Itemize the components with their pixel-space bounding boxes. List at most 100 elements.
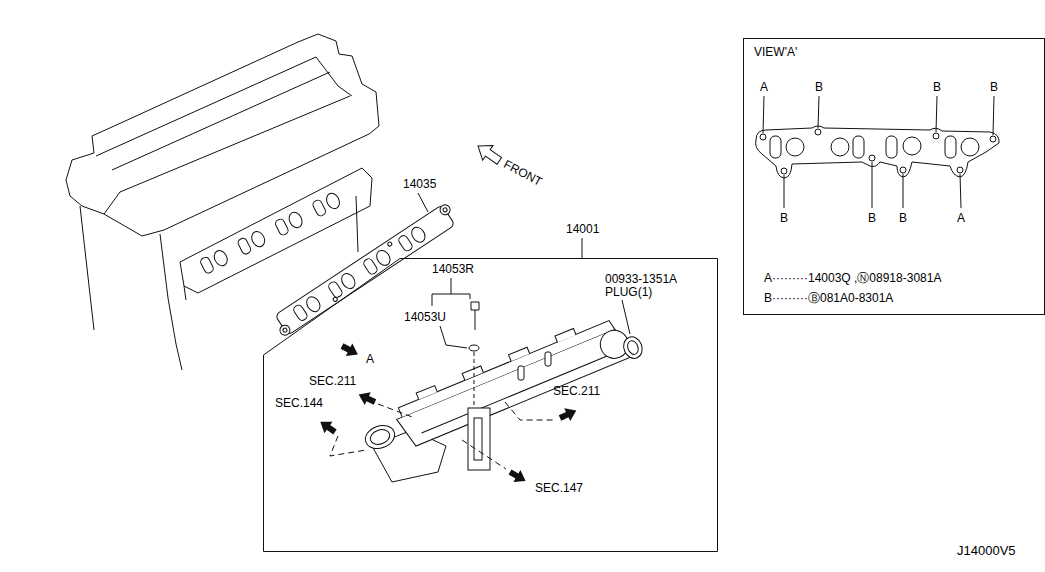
section-ref: SEC.211 (309, 374, 356, 388)
manifold-view-a-part (781, 168, 787, 174)
section-ref: SEC.147 (535, 481, 583, 495)
manifold-view-a-part (957, 167, 963, 173)
manifold-view-a-part (945, 136, 956, 158)
manifold-gasket-part (409, 225, 428, 245)
intake-manifold-part-part (421, 352, 618, 433)
frame-outline (263, 258, 718, 552)
intake-manifold-part (469, 345, 479, 351)
intake-manifold-part-part (620, 334, 645, 361)
manifold-view-a-part (903, 137, 921, 155)
engine-block-part-part (237, 237, 252, 255)
direction-label: FRONT (501, 157, 544, 189)
engine-block-part-part (312, 199, 327, 217)
manifold-view-a-part (763, 96, 994, 208)
section-arrow-part (557, 404, 579, 424)
bolt-letter: A (957, 211, 965, 225)
manifold-gasket-part (278, 323, 292, 337)
callout-number: 14053U (404, 310, 446, 324)
engine-block-part (184, 286, 186, 300)
intake-manifold-part-part (398, 320, 616, 417)
manifold-view-a (756, 96, 999, 208)
intake-manifold-part-part (416, 329, 577, 400)
bolt-key: B·········Ⓑ081A0-8301A (764, 291, 893, 305)
intake-manifold-part (471, 302, 479, 310)
bolt-letter: B (990, 80, 998, 94)
intake-manifold (362, 302, 645, 482)
manifold-view-a-part (815, 129, 821, 135)
manifold-view-a-part (831, 138, 849, 156)
manifold-gasket-part (282, 327, 288, 333)
section-dashed-line-part (462, 440, 506, 469)
engine-block-part (199, 191, 342, 274)
section-dashed-line-part (378, 404, 415, 418)
callout-number: 14001 (566, 222, 599, 236)
section-arrow (316, 340, 579, 487)
leader-line-part (622, 300, 630, 334)
manifold-gasket-part (442, 207, 448, 213)
section-dashed-line-part (505, 402, 556, 420)
manifold-gasket-part (332, 297, 338, 303)
manifold-view-a-part (961, 138, 979, 156)
manifold-gasket-part (327, 280, 343, 298)
intake-manifold-part-part (396, 328, 631, 449)
intake-manifold-part (474, 352, 475, 406)
assembly-frame: 14001 (263, 258, 718, 552)
intake-manifold-part (474, 418, 482, 460)
intake-manifold-part (545, 352, 551, 366)
manifold-view-a-part (770, 136, 781, 158)
callout-number: 00933-1351A (605, 272, 677, 286)
manifold-gasket-part (275, 205, 455, 335)
intake-manifold-part (368, 427, 392, 447)
manifold-view-a-part (869, 155, 875, 161)
bolt-letter: B (815, 80, 823, 94)
engine-block-part-part (212, 248, 230, 268)
intake-manifold-part (475, 310, 476, 330)
manifold-view-a-part (933, 133, 939, 139)
engine-block-part-part (287, 210, 305, 230)
view-title: VIEW'A' (754, 45, 797, 59)
section-arrow-part (339, 340, 361, 361)
section-arrow-part (507, 466, 530, 487)
manifold-view-a-part (853, 136, 864, 158)
manifold-view-a-part (886, 136, 897, 158)
manifold-view-a-part (990, 136, 996, 142)
manifold-gasket-part (339, 271, 358, 291)
engine-block-part-part (249, 229, 267, 249)
manifold-gasket-part (397, 234, 413, 252)
manifold-gasket (271, 202, 459, 338)
leader-line-part (418, 193, 428, 212)
section-ref: SEC.144 (275, 396, 323, 410)
intake-manifold-part (390, 307, 646, 450)
manifold-gasket-part (374, 248, 393, 268)
manifold-view-a-part (756, 126, 999, 178)
bolt-letter: A (760, 80, 768, 94)
section-arrow-part (356, 388, 378, 408)
leader-line-part (582, 238, 583, 258)
intake-manifold-part-part (626, 339, 641, 356)
section-dashed-line-part (330, 436, 366, 456)
leader-line-part (440, 326, 467, 348)
intake-manifold-part (362, 422, 398, 453)
manifold-gasket-part (304, 294, 323, 314)
engine-block-part (112, 72, 330, 170)
callout-number: 14035 (403, 177, 436, 191)
leader-line-part (432, 278, 470, 306)
engine-block-part-part (324, 191, 342, 211)
engine-block-part-part (274, 218, 289, 236)
engine-block-part (96, 57, 352, 156)
front-arrow-part (473, 139, 505, 169)
manifold-view-a-part (760, 134, 766, 140)
engine-block-part (356, 196, 358, 252)
manifold-view-a-part (786, 138, 804, 156)
manifold-gasket-part (438, 203, 452, 217)
frame-outline-path (264, 259, 718, 552)
manifold-gasket-part (292, 304, 308, 322)
view-letter: A (366, 352, 374, 366)
engine-block-part-part (199, 256, 214, 274)
bolt-letter: B (899, 211, 907, 225)
front-arrow (473, 139, 505, 169)
intake-manifold-part (518, 366, 524, 380)
